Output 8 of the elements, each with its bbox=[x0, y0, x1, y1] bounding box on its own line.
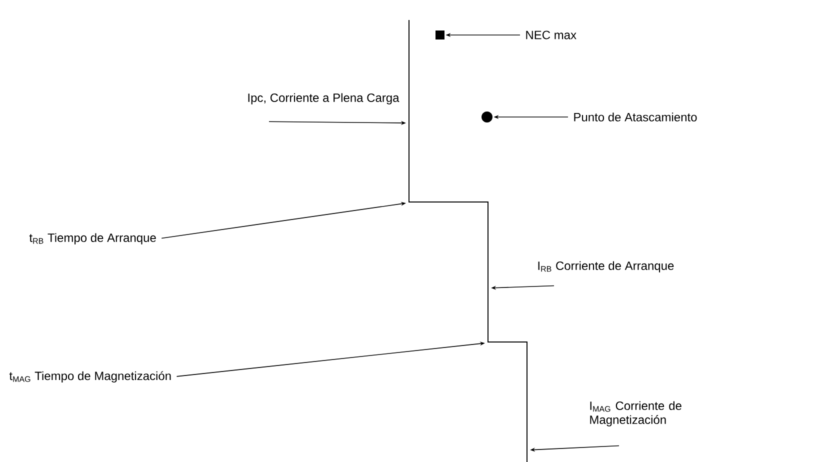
label: I$_{RB}$ Corriente de Arranque bbox=[538, 261, 674, 272]
curve bbox=[408, 20, 528, 462]
label: t$_{RB}$ Tiempo de Arranque bbox=[29, 233, 156, 244]
label: t$_{MAG}$ Tiempo de Magnetización bbox=[9, 371, 171, 383]
label: Ipc, Corriente a Plena Carga bbox=[248, 93, 400, 104]
label: NEC max bbox=[526, 30, 576, 40]
label: I$_{MAG}$ Corriente de Magnetización bbox=[590, 401, 682, 426]
label: Punto de Atascamiento bbox=[574, 112, 697, 122]
